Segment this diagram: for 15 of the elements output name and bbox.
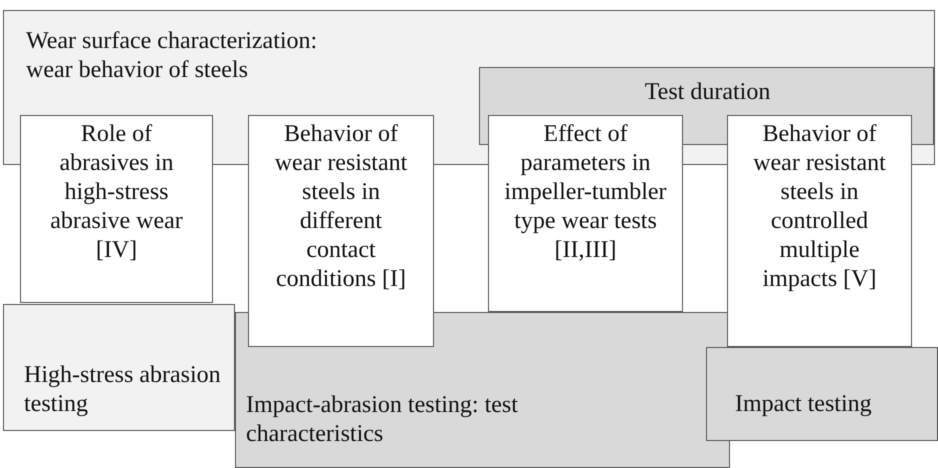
topic-box: [727, 115, 912, 347]
band-title: Test duration: [644, 78, 772, 107]
topic-text: Behavior of wear resistant steels in different contact conditions [I]: [274, 120, 408, 294]
topic-text: Behavior of wear resistant steels in controlled multiple impacts [V]: [752, 120, 887, 294]
topic-box: [248, 115, 434, 347]
topic-box: [488, 115, 683, 312]
topic-text: Role of abrasives in high-stress abrasive wear [IV]: [49, 120, 184, 265]
topic-text: Effect of parameters in impeller-tumbler type wear tests [II,III]: [503, 120, 668, 265]
category-band: [3, 304, 235, 431]
band-title: Impact-abrasion testing: test characteristics: [246, 391, 519, 449]
band-title: Impact testing: [735, 390, 873, 419]
category-band: [706, 347, 938, 441]
topic-box: [20, 115, 213, 303]
band-title: High-stress abrasion testing: [24, 361, 222, 419]
band-title: Wear surface characterization: wear behavior of steels: [26, 27, 318, 85]
